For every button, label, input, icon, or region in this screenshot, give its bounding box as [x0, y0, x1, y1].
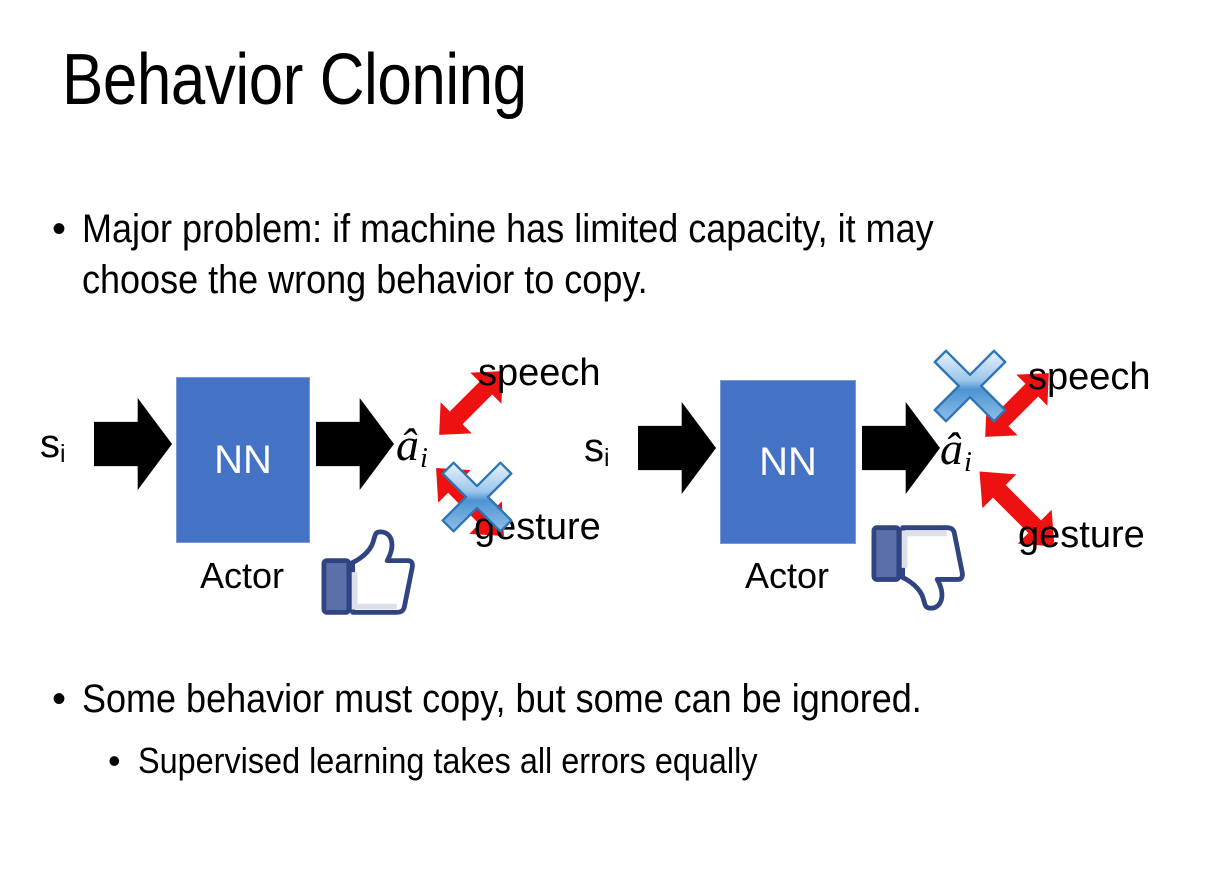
diagram-right-actor-wrong: si NN Actor âi speech — [572, 340, 1172, 630]
input-arrow-icon-left — [94, 398, 172, 490]
cross-out-icon-speech-right — [933, 349, 1007, 423]
bullet-text: Major problem: if machine has limited ca… — [82, 207, 944, 303]
red-double-arrow-speech-right — [985, 373, 1049, 437]
output-arrow-icon-left — [316, 398, 394, 490]
output-label-speech-right: speech — [1028, 356, 1151, 398]
output-label-gesture-right: gesture — [1018, 514, 1145, 556]
red-double-arrow-gesture-right — [979, 471, 1055, 547]
thumbs-down-icon-right — [871, 525, 965, 611]
action-label-right: âi — [940, 423, 972, 478]
input-arrow-icon-right — [638, 402, 716, 494]
thumbs-up-icon-left — [321, 529, 415, 615]
bullet-dot-icon: • — [52, 677, 67, 721]
bullet-text: Some behavior must copy, but some can be… — [82, 677, 922, 721]
diagram-left-actor-correct: si NN Actor âi speech — [26, 340, 616, 630]
page-title: Behavior Cloning — [62, 40, 527, 120]
bullet-item-major-problem: • Major problem: if machine has limited … — [52, 204, 1152, 306]
bullet-item-supervised-learning: • Supervised learning takes all errors e… — [108, 738, 1168, 784]
bullet-text: Supervised learning takes all errors equ… — [138, 740, 758, 781]
nn-box-label: NN — [214, 438, 272, 482]
output-arrow-icon-right — [862, 402, 940, 494]
state-label-left: si — [40, 422, 66, 469]
actor-caption-right: Actor — [744, 555, 830, 596]
bullet-item-some-behavior: • Some behavior must copy, but some can … — [52, 674, 1172, 725]
red-double-arrow-speech-left — [439, 371, 503, 435]
action-label-left: âi — [396, 419, 428, 474]
nn-box-right: NN — [720, 380, 856, 544]
bullet-dot-icon: • — [52, 207, 67, 251]
bullet-dot-icon: • — [108, 740, 121, 781]
state-label-right: si — [584, 426, 610, 473]
nn-box-left: NN — [176, 377, 310, 543]
actor-caption-left: Actor — [199, 555, 285, 596]
output-label-speech-left: speech — [478, 352, 601, 394]
nn-box-label: NN — [759, 440, 817, 484]
cross-out-icon-gesture-left — [441, 461, 513, 533]
